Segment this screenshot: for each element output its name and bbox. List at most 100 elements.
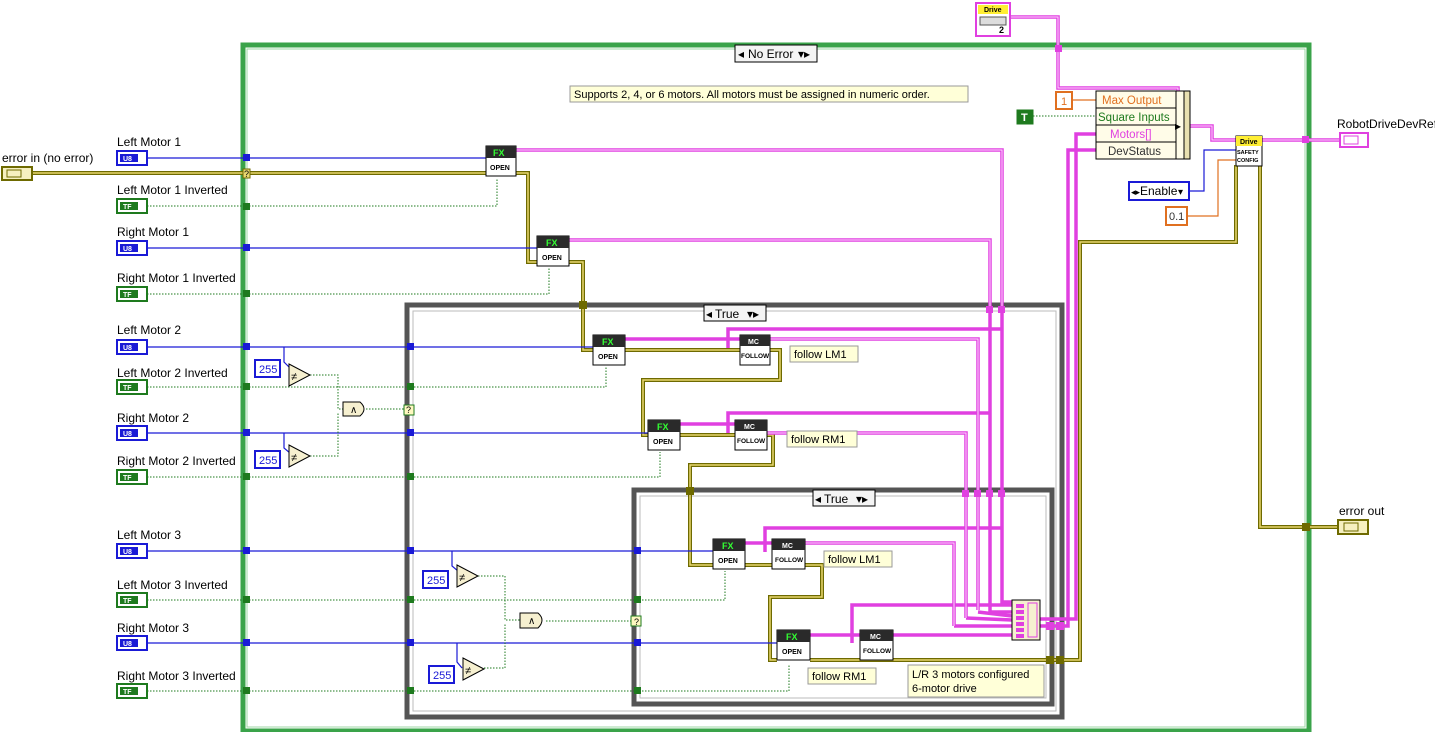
const-value: 0.1 bbox=[1169, 211, 1184, 223]
left-motor-2-inverted-control[interactable]: Left Motor 2 Inverted TF bbox=[116, 366, 228, 395]
bundle-max-output: Max Output bbox=[1102, 95, 1162, 107]
enable-enum-constant[interactable]: ◂▸ Enable ▾ bbox=[1128, 181, 1190, 201]
const-255-rm2[interactable]: 255 bbox=[254, 450, 281, 469]
drive-safety-config-node[interactable]: Drive SAFETY CONFIG bbox=[1235, 135, 1263, 167]
inner-case-label: True bbox=[824, 492, 849, 506]
svg-text:▾▸: ▾▸ bbox=[747, 307, 759, 321]
right-motor-2-control[interactable]: Right Motor 2 U8 bbox=[116, 411, 189, 441]
outer-case-dropdown-arrow[interactable]: ▾▸ bbox=[798, 47, 810, 61]
right-motor-2-inverted-label: Right Motor 2 Inverted bbox=[117, 454, 236, 468]
build-array-node[interactable] bbox=[1011, 599, 1041, 641]
left-motor-1-control[interactable]: Left Motor 1 U8 bbox=[116, 135, 181, 166]
max-output-constant[interactable]: 1 bbox=[1055, 91, 1073, 110]
mc-follow-node-lm3[interactable]: MC FOLLOW bbox=[771, 538, 806, 570]
left-motor-2-control[interactable]: Left Motor 2 U8 bbox=[116, 323, 181, 355]
outer-case-left-arrow[interactable]: ◂ bbox=[738, 47, 744, 61]
u8-tag: U8 bbox=[123, 641, 132, 648]
const-value: 255 bbox=[259, 364, 277, 376]
u8-tag: U8 bbox=[123, 246, 132, 253]
left-motor-3-control[interactable]: Left Motor 3 U8 bbox=[116, 528, 181, 559]
fx-open-node-lm2[interactable]: FX OPEN bbox=[592, 334, 626, 366]
drive-refnum-constant[interactable]: Drive 2 bbox=[975, 2, 1011, 37]
comment-follow-rm1-a: follow RM1 bbox=[786, 430, 858, 448]
chevron-down-icon[interactable]: ▾ bbox=[1178, 187, 1183, 198]
left-motor-1-label: Left Motor 1 bbox=[117, 135, 181, 149]
follow-label: FOLLOW bbox=[775, 557, 804, 564]
tf-tag: TF bbox=[123, 204, 132, 211]
left-motor-2-label: Left Motor 2 bbox=[117, 323, 181, 337]
fx-label: FX bbox=[657, 422, 669, 432]
mc-label: MC bbox=[744, 424, 755, 431]
right-motor-2-inverted-control[interactable]: Right Motor 2 Inverted TF bbox=[116, 454, 236, 485]
svg-text:◂: ◂ bbox=[815, 492, 821, 506]
right-motor-1-control[interactable]: Right Motor 1 U8 bbox=[116, 225, 189, 256]
mc-follow-node-rm2[interactable]: MC FOLLOW bbox=[734, 419, 768, 451]
tf-tag: TF bbox=[123, 292, 132, 299]
tf-tag: TF bbox=[123, 475, 132, 482]
right-motor-2-label: Right Motor 2 bbox=[117, 411, 189, 425]
not-equal-op-lm3[interactable]: ≠ bbox=[456, 564, 480, 588]
comment-text: follow RM1 bbox=[791, 434, 845, 446]
svg-text:◂: ◂ bbox=[706, 307, 712, 321]
robot-drive-ref-indicator[interactable]: RobotDriveDevRef bbox=[1337, 117, 1435, 148]
fx-open-node-lm3[interactable]: FX OPEN bbox=[712, 538, 746, 570]
left-motor-3-label: Left Motor 3 bbox=[117, 528, 181, 542]
error-in-control[interactable]: error in (no error) bbox=[1, 151, 93, 181]
fx-open-node-rm2[interactable]: FX OPEN bbox=[647, 419, 681, 451]
comment-supports-text: Supports 2, 4, or 6 motors. All motors m… bbox=[574, 89, 930, 101]
fx-open-node-rm3[interactable]: FX OPEN bbox=[776, 629, 811, 661]
case-selector-terminal: ? bbox=[406, 405, 411, 415]
const-value: 255 bbox=[433, 670, 451, 682]
and-symbol: ∧ bbox=[350, 405, 357, 416]
inner-case-selector[interactable]: ◂ True ▾▸ bbox=[812, 489, 876, 507]
open-label: OPEN bbox=[598, 354, 618, 361]
enum-increment-icon[interactable]: ◂▸ bbox=[1131, 187, 1141, 197]
outer-case-tunnels bbox=[242, 45, 1310, 694]
const-255-rm3[interactable]: 255 bbox=[428, 665, 455, 684]
u8-tag: U8 bbox=[123, 549, 132, 556]
u8-tag: U8 bbox=[123, 156, 132, 163]
tf-tag: TF bbox=[123, 598, 132, 605]
middle-case-selector[interactable]: ◂ True ▾▸ bbox=[703, 304, 767, 322]
timeout-constant[interactable]: 0.1 bbox=[1165, 206, 1188, 226]
outer-case-label: No Error bbox=[748, 47, 793, 61]
const-value: 1 bbox=[1061, 96, 1067, 108]
left-motor-1-inverted-control[interactable]: Left Motor 1 Inverted TF bbox=[116, 183, 228, 214]
enable-value: Enable bbox=[1140, 184, 1178, 198]
right-motor-1-inverted-control[interactable]: Right Motor 1 Inverted TF bbox=[116, 271, 236, 302]
robot-drive-ref-label: RobotDriveDevRef bbox=[1337, 117, 1435, 131]
outer-case-selector[interactable]: ◂ No Error ▾▸ bbox=[734, 44, 818, 63]
boolean-wires bbox=[147, 115, 1096, 692]
error-out-label: error out bbox=[1339, 504, 1385, 518]
follow-label: FOLLOW bbox=[741, 353, 770, 360]
fx-open-node-rm1[interactable]: FX OPEN bbox=[536, 235, 570, 267]
comment-text: follow LM1 bbox=[828, 554, 881, 566]
follow-label: FOLLOW bbox=[863, 648, 892, 655]
not-equal-op-rm2[interactable]: ≠ bbox=[288, 444, 312, 468]
mc-follow-node-rm3[interactable]: MC FOLLOW bbox=[859, 629, 894, 661]
error-out-indicator[interactable]: error out bbox=[1337, 504, 1385, 535]
square-inputs-constant[interactable]: T bbox=[1016, 109, 1034, 125]
right-motor-3-control[interactable]: Right Motor 3 U8 bbox=[116, 621, 189, 651]
not-equal-op-rm3[interactable]: ≠ bbox=[462, 657, 486, 681]
comment-follow-lm1-b: follow LM1 bbox=[823, 550, 893, 568]
right-motor-3-inverted-control[interactable]: Right Motor 3 Inverted TF bbox=[116, 669, 236, 699]
not-equal-op-lm2[interactable]: ≠ bbox=[288, 363, 312, 387]
fx-label: FX bbox=[602, 337, 614, 347]
const-255-lm3[interactable]: 255 bbox=[422, 570, 449, 589]
and-op-3[interactable]: ∧ bbox=[519, 612, 543, 629]
const-255-lm2[interactable]: 255 bbox=[254, 359, 281, 378]
mc-follow-node-lm2[interactable]: MC FOLLOW bbox=[739, 334, 771, 366]
middle-case-structure[interactable]: ◂ True ▾▸ bbox=[404, 302, 1065, 720]
and-op-2[interactable]: ∧ bbox=[342, 401, 365, 417]
comment-supports: Supports 2, 4, or 6 motors. All motors m… bbox=[569, 85, 969, 103]
bundle-square-inputs: Square Inputs bbox=[1098, 112, 1170, 124]
comment-follow-rm1-b: follow RM1 bbox=[807, 667, 877, 685]
bundle-by-name-node[interactable]: Max Output Square Inputs Motors[] DevSta… bbox=[1095, 90, 1191, 160]
case-selector-terminal: ? bbox=[634, 617, 639, 627]
follow-label: FOLLOW bbox=[737, 438, 766, 445]
comment-follow-lm1-a: follow LM1 bbox=[789, 345, 859, 363]
tf-tag: TF bbox=[123, 689, 132, 696]
fx-open-node-lm1[interactable]: FX OPEN bbox=[485, 145, 517, 177]
left-motor-3-inverted-control[interactable]: Left Motor 3 Inverted TF bbox=[116, 578, 228, 608]
